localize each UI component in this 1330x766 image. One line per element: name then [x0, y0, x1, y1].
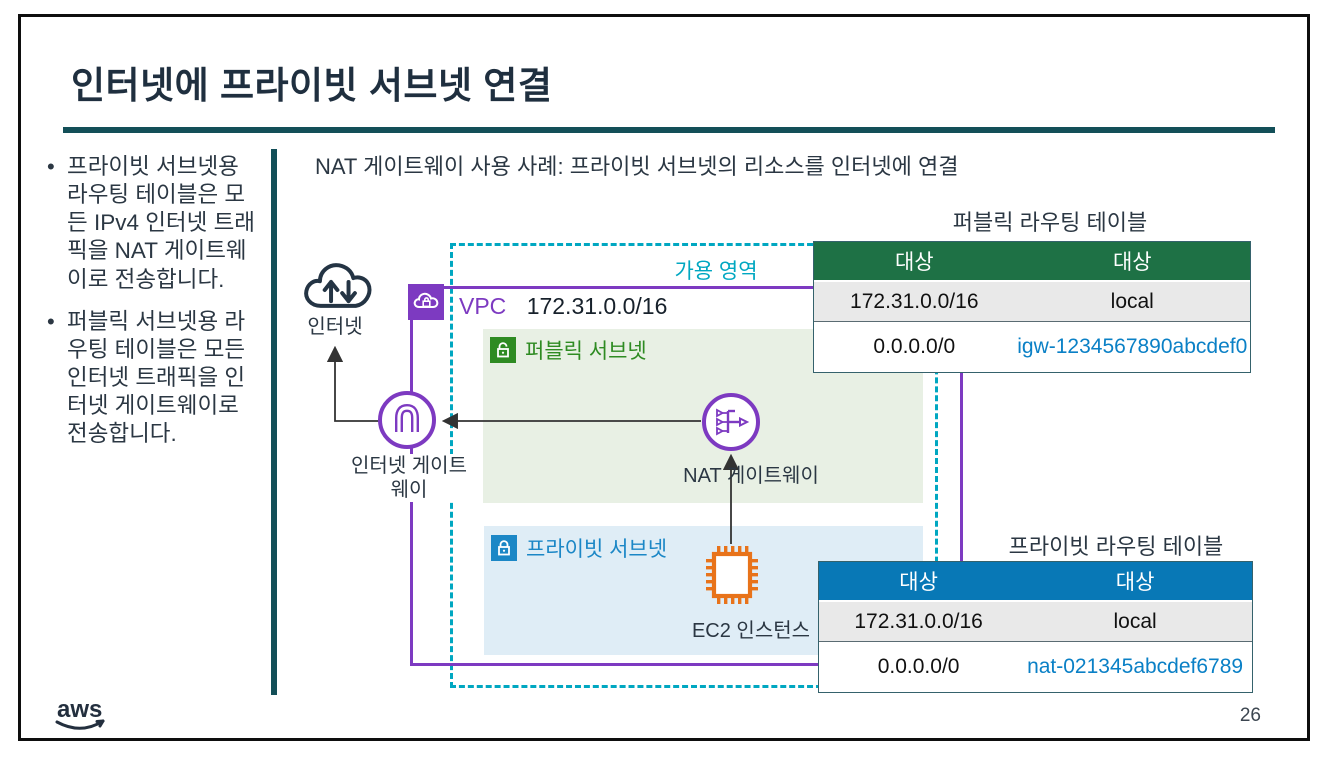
- cell-target-igw-id: igw-1234567890abcdef0: [1017, 335, 1248, 358]
- header-target: 대상: [1112, 251, 1152, 274]
- bullet-item: • 퍼블릭 서브넷용 라우팅 테이블은 모든 인터넷 트래픽을 인터넷 게이트웨…: [47, 308, 265, 449]
- public-subnet-tag: 퍼블릭 서브넷: [490, 335, 647, 365]
- availability-zone-label: 가용 영역: [674, 260, 758, 283]
- bullet-list: • 프라이빗 서브넷용 라우팅 테이블은 모든 IPv4 인터넷 트래픽을 NA…: [47, 153, 265, 462]
- bullet-text: 프라이빗 서브넷용 라우팅 테이블은 모든 IPv4 인터넷 트래픽을 NAT …: [67, 154, 255, 292]
- public-subnet-label: 퍼블릭 서브넷: [525, 340, 647, 363]
- public-route-table: 대상 대상 172.31.0.0/16 local 0.0.0.0/0 igw-…: [813, 241, 1251, 373]
- header-target: 대상: [1115, 571, 1155, 594]
- public-subnet-lock-icon: [490, 337, 516, 363]
- use-case-description: NAT 게이트웨이 사용 사례: 프라이빗 서브넷의 리소스를 인터넷에 연결: [315, 154, 959, 179]
- header-destination: 대상: [894, 251, 934, 274]
- internet-gateway-label: 인터넷 게이트웨이: [349, 454, 469, 502]
- table-row: 172.31.0.0/16 local: [819, 602, 1252, 642]
- cell-target-nat-id: nat-021345abcdef6789: [1027, 655, 1244, 678]
- table-row: 0.0.0.0/0 igw-1234567890abcdef0: [814, 322, 1250, 372]
- aws-logo-text: aws: [57, 696, 102, 723]
- page-title: 인터넷에 프라이빗 서브넷 연결: [71, 65, 553, 106]
- table-header-row: 대상 대상: [819, 562, 1252, 602]
- table-header-row: 대상 대상: [814, 242, 1250, 282]
- title-rule: [63, 127, 1275, 133]
- bullet-dot: •: [47, 154, 55, 179]
- private-subnet-label: 프라이빗 서브넷: [526, 538, 668, 561]
- bullet-dot: •: [47, 308, 55, 334]
- vpc-title: VPC 172.31.0.0/16: [459, 293, 667, 320]
- bullet-text: 퍼블릭 서브넷용 라우팅 테이블은 모든 인터넷 트래픽을 인터넷 게이트웨이로…: [67, 308, 246, 447]
- table-row: 0.0.0.0/0 nat-021345abcdef6789: [819, 642, 1252, 692]
- private-subnet-tag: 프라이빗 서브넷: [491, 533, 667, 563]
- private-route-table-title: 프라이빗 라우팅 테이블: [1008, 534, 1224, 559]
- vpc-cidr: 172.31.0.0/16: [526, 293, 668, 319]
- internet-gateway-icon: [378, 391, 436, 449]
- table-row: 172.31.0.0/16 local: [814, 282, 1250, 322]
- cell-target: local: [1110, 289, 1154, 313]
- bullet-item: • 프라이빗 서브넷용 라우팅 테이블은 모든 IPv4 인터넷 트래픽을 NA…: [47, 153, 265, 294]
- private-route-table: 대상 대상 172.31.0.0/16 local 0.0.0.0/0 nat-…: [818, 561, 1253, 693]
- public-route-table-title: 퍼블릭 라우팅 테이블: [952, 210, 1148, 235]
- cell-target: local: [1113, 609, 1157, 633]
- cell-destination: 0.0.0.0/0: [877, 655, 960, 678]
- aws-logo: aws: [55, 696, 105, 730]
- cell-destination: 172.31.0.0/16: [850, 289, 979, 313]
- private-subnet-lock-icon: [491, 535, 517, 561]
- vertical-divider: [271, 149, 277, 695]
- vpc-icon: [408, 284, 444, 320]
- vpc-label: VPC: [459, 293, 507, 319]
- internet-cloud-icon: [304, 263, 372, 308]
- cell-destination: 0.0.0.0/0: [873, 335, 956, 358]
- nat-gateway-label: NAT 게이트웨이: [683, 465, 819, 487]
- cell-destination: 172.31.0.0/16: [854, 609, 983, 633]
- ec2-instance-label: EC2 인스턴스: [691, 620, 811, 642]
- header-destination: 대상: [899, 571, 938, 594]
- ec2-instance-icon: [706, 546, 758, 604]
- slide-frame: 인터넷에 프라이빗 서브넷 연결 • 프라이빗 서브넷용 라우팅 테이블은 모든…: [18, 14, 1310, 741]
- nat-gateway-icon: [702, 393, 760, 451]
- page-number: 26: [1239, 705, 1261, 726]
- internet-label: 인터넷: [307, 316, 363, 338]
